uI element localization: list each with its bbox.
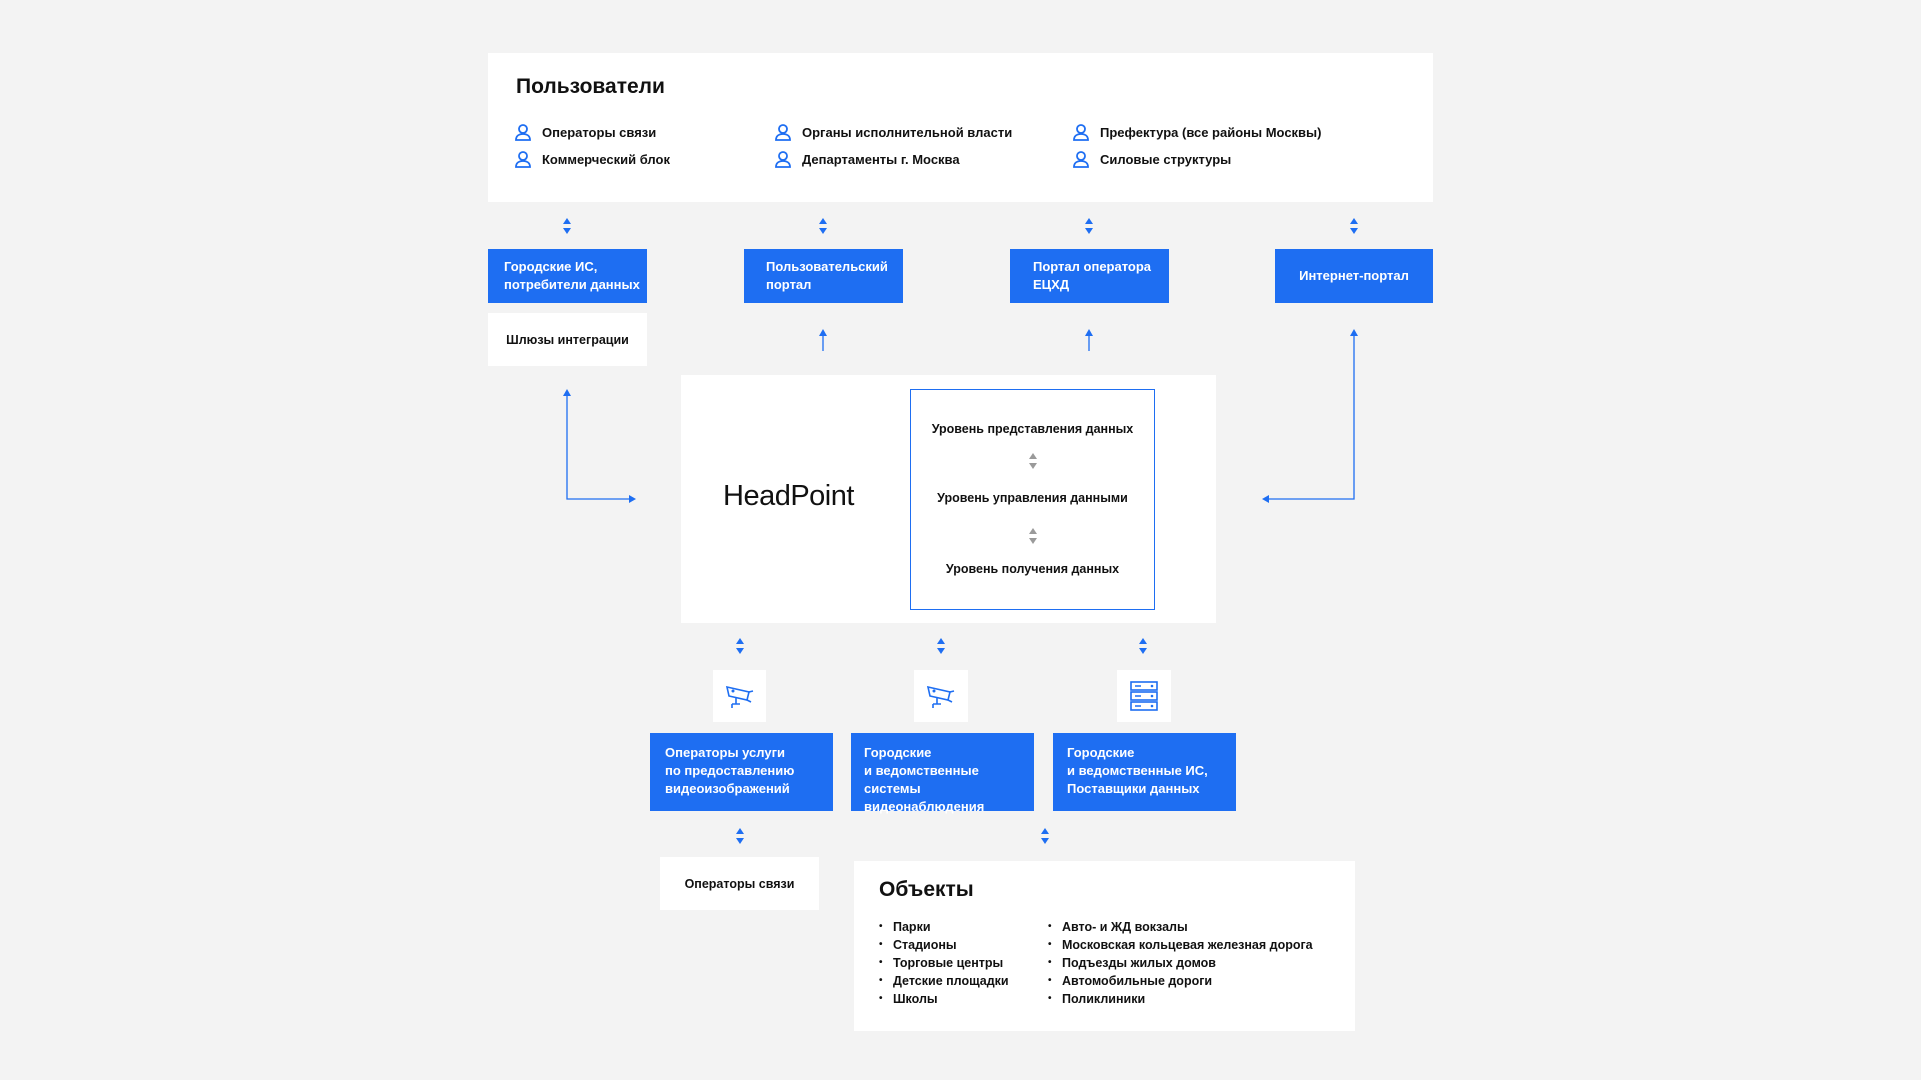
camera-tile-1 xyxy=(713,670,766,722)
user-item: Органы исполнительной власти xyxy=(774,123,1012,141)
user-label: Органы исполнительной власти xyxy=(802,124,1013,140)
double-arrow-core-1 xyxy=(736,638,744,654)
video-operators-box: Операторы услуги по предоставлению видео… xyxy=(650,733,833,811)
objects-title: Объекты xyxy=(879,878,974,901)
camera-icon xyxy=(926,685,955,708)
double-arrow-operators xyxy=(736,828,744,844)
user-item: Силовые структуры xyxy=(1072,150,1231,168)
double-arrow-objects xyxy=(1041,828,1049,844)
user-item: Коммерческий блок xyxy=(514,150,670,168)
levels-frame: Уровень представления данных Уровень упр… xyxy=(910,389,1155,610)
list-item: Стадионы xyxy=(879,936,1009,954)
objects-list-right: Авто- и ЖД вокзалы Московская кольцевая … xyxy=(1048,918,1313,1008)
headpoint-logo: HeadPoint xyxy=(723,480,854,512)
level-acquisition: Уровень получения данных xyxy=(945,562,1120,576)
telecom-operators-box: Операторы связи xyxy=(660,857,819,910)
city-is-box: Городские ИС, потребители данных xyxy=(488,249,647,303)
arrow-internet-core xyxy=(1262,329,1358,503)
user-icon xyxy=(515,124,531,141)
arrow-to-operator-portal xyxy=(1085,329,1093,351)
double-arrow-core-2 xyxy=(937,638,945,654)
user-portal-box: Пользовательский портал xyxy=(744,249,903,303)
user-item: Операторы связи xyxy=(514,123,656,141)
user-label: Операторы связи xyxy=(542,124,657,140)
operator-portal-box: Портал оператора ЕЦХД xyxy=(1010,249,1169,303)
list-item: Детские площадки xyxy=(879,972,1009,990)
list-item: Московская кольцевая железная дорога xyxy=(1048,936,1313,954)
users-panel: Пользователи Операторы связи Коммерчески… xyxy=(488,53,1433,202)
list-item: Авто- и ЖД вокзалы xyxy=(1048,918,1313,936)
level-presentation: Уровень представления данных xyxy=(931,422,1134,436)
user-label: Департаменты г. Москва xyxy=(802,151,960,167)
server-icon xyxy=(1130,681,1158,711)
arrow-gateway-core xyxy=(563,389,636,503)
objects-panel: Объекты Парки Стадионы Торговые центры Д… xyxy=(854,861,1355,1031)
double-arrow-users-2 xyxy=(819,218,827,234)
camera-tile-2 xyxy=(914,670,968,722)
user-icon xyxy=(1073,124,1089,141)
user-icon xyxy=(775,151,791,168)
user-icon xyxy=(775,124,791,141)
user-label: Силовые структуры xyxy=(1100,151,1232,167)
level-management: Уровень управления данными xyxy=(937,491,1128,505)
city-data-providers-box: Городские и ведомственные ИС, Поставщики… xyxy=(1053,733,1236,811)
user-label: Коммерческий блок xyxy=(542,151,670,167)
users-title: Пользователи xyxy=(516,75,665,98)
list-item: Торговые центры xyxy=(879,954,1009,972)
internet-portal-box: Интернет-портал xyxy=(1275,249,1433,303)
list-item: Автомобильные дороги xyxy=(1048,972,1313,990)
double-arrow-users-4 xyxy=(1350,218,1358,234)
double-arrow-users-3 xyxy=(1085,218,1093,234)
headpoint-core: HeadPoint Уровень представления данных У… xyxy=(681,375,1216,623)
list-item: Школы xyxy=(879,990,1009,1008)
camera-icon xyxy=(725,685,753,708)
server-tile xyxy=(1117,670,1171,722)
objects-list-left: Парки Стадионы Торговые центры Детские п… xyxy=(879,918,1009,1008)
list-item: Поликлиники xyxy=(1048,990,1313,1008)
user-item: Префектура (все районы Москвы) xyxy=(1072,123,1321,141)
integration-gateways-box: Шлюзы интеграции xyxy=(488,313,647,366)
list-item: Подъезды жилых домов xyxy=(1048,954,1313,972)
list-item: Парки xyxy=(879,918,1009,936)
user-label: Префектура (все районы Москвы) xyxy=(1100,124,1322,140)
double-arrow-core-3 xyxy=(1139,638,1147,654)
user-icon xyxy=(515,151,531,168)
city-video-systems-box: Городские и ведомственные системы видеон… xyxy=(851,733,1034,814)
arrow-to-user-portal xyxy=(819,329,827,351)
user-item: Департаменты г. Москва xyxy=(774,150,960,168)
double-arrow-users-1 xyxy=(563,218,571,234)
user-icon xyxy=(1073,151,1089,168)
